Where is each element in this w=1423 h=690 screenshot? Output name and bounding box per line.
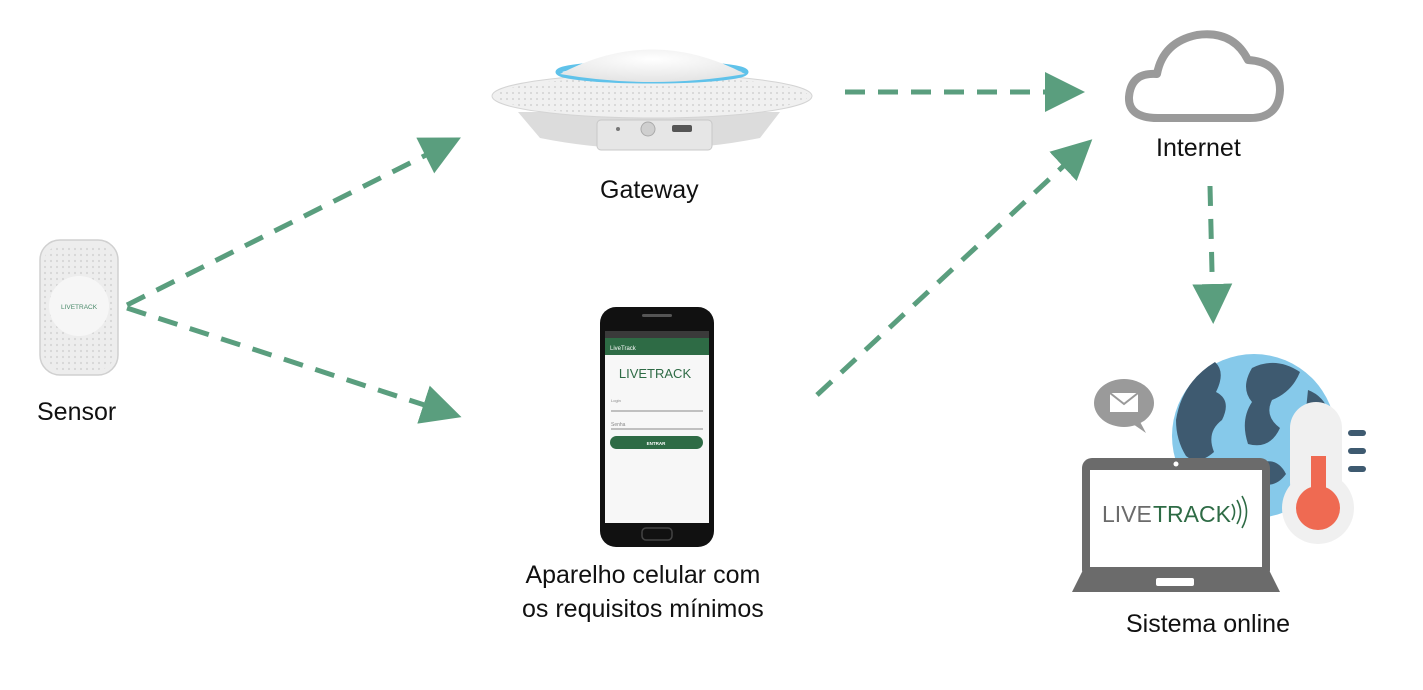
arrow-internet-to-system: [1210, 186, 1213, 314]
smartphone-icon: LiveTrack LIVETRACK Login Senha ENTRAR: [600, 307, 714, 547]
sensor-brand: LIVETRACK: [61, 304, 98, 311]
phone-login-field: Login: [611, 398, 621, 403]
sensor-device-icon: LIVETRACK: [40, 240, 118, 375]
system-logo-track: TRACK: [1153, 501, 1232, 527]
system-label: Sistema online: [1126, 610, 1290, 639]
gateway-device-icon: [492, 50, 812, 151]
phone-enter-button: ENTRAR: [647, 441, 666, 446]
arrow-sensor-to-phone: [127, 308, 452, 414]
phone-app-title: LiveTrack: [610, 346, 637, 352]
gateway-label: Gateway: [600, 176, 699, 205]
thermometer-icon: [1282, 402, 1366, 544]
cloud-icon: [1129, 34, 1280, 118]
phone-logo: LIVETRACK: [619, 366, 692, 381]
mail-bubble-icon: [1094, 379, 1154, 433]
arrow-phone-to-internet: [817, 146, 1085, 395]
phone-password-field: Senha: [611, 422, 626, 428]
phone-label-line1: Aparelho celular com: [522, 558, 764, 592]
sensor-label: Sensor: [37, 398, 116, 427]
laptop-icon: LIVE TRACK: [1072, 458, 1280, 592]
internet-label: Internet: [1156, 134, 1241, 163]
arrow-sensor-to-gateway: [127, 142, 452, 305]
phone-label-line2: os requisitos mínimos: [522, 592, 764, 626]
system-logo-live: LIVE: [1102, 501, 1152, 527]
phone-label: Aparelho celular com os requisitos mínim…: [522, 558, 764, 626]
